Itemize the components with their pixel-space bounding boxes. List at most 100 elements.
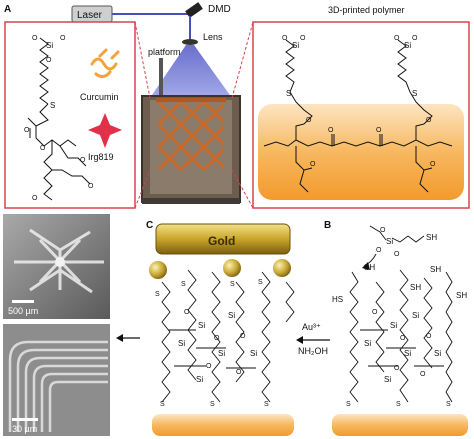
atom-o-polymer-10: O	[430, 161, 436, 168]
monomer-box	[4, 21, 136, 209]
thiol-reagent: SH	[426, 233, 437, 242]
platform-label: platform	[148, 47, 181, 57]
atom-o-reagent-3: O	[394, 251, 400, 258]
atom-s-c-3: S	[230, 281, 235, 288]
atom-si-c-3: Si	[178, 339, 185, 348]
atom-s-b-1: S	[346, 401, 351, 408]
dmd-mirror	[185, 2, 203, 18]
atom-o-c-3: O	[240, 333, 246, 340]
reagent-hydroxylamine: NH₂OH	[298, 346, 328, 356]
atom-o-c-1: O	[184, 309, 190, 316]
atom-o-b-3: O	[426, 333, 432, 340]
monomer-structure	[27, 37, 91, 201]
polymer-structure	[263, 39, 453, 193]
atom-o-polymer-1: O	[282, 35, 288, 42]
silane-arrow-head	[362, 262, 370, 270]
panel-label-a: A	[4, 4, 11, 15]
atom-s-polymer-left: S	[286, 89, 291, 98]
curcumin-label: Curcumin	[80, 92, 119, 102]
panel-label-b: B	[324, 220, 331, 231]
atom-si-b-4: Si	[404, 349, 411, 358]
atom-s-c-1: S	[155, 291, 160, 298]
gold-label: Gold	[208, 234, 235, 248]
atom-o-polymer-2: O	[300, 35, 306, 42]
thiol-b-5: SH	[456, 291, 467, 300]
atom-si-c-5: Si	[250, 349, 257, 358]
atom-o-b-4: O	[394, 365, 400, 372]
atom-o-monomer-7: O	[88, 183, 94, 190]
atom-o-c-4: O	[206, 363, 212, 370]
scale-bar-e	[12, 418, 38, 421]
atom-s-b-2: S	[396, 401, 401, 408]
sem-image-d	[3, 214, 110, 319]
atom-si-c-4: Si	[218, 349, 225, 358]
atom-si-c-2: Si	[228, 311, 235, 320]
network-structure-b	[349, 269, 453, 403]
arrow-c-to-e	[116, 334, 140, 342]
atom-o-c-2: O	[214, 335, 220, 342]
atom-si-b-6: Si	[384, 375, 391, 384]
atom-o-monomer-6: O	[80, 157, 86, 164]
atom-s-polymer-right: S	[412, 89, 417, 98]
atom-si-polymer-right: Si	[404, 41, 411, 50]
atom-o-monomer-5: O	[40, 145, 46, 152]
atom-si-c-1: Si	[198, 321, 205, 330]
atom-o-reagent-1: O	[380, 227, 386, 234]
scale-label-d: 500 µm	[8, 306, 38, 316]
polymer-network-highlight	[258, 104, 464, 200]
scale-label-e: 30 µm	[12, 424, 37, 434]
atom-o-b-1: O	[372, 309, 378, 316]
gold-nanoparticle-1	[149, 261, 167, 279]
substrate-b	[332, 414, 468, 436]
atom-o-monomer-2: O	[60, 35, 66, 42]
lens-icon	[182, 39, 198, 45]
atom-o-monomer-4: O	[24, 127, 30, 134]
atom-o-monomer-3: O	[46, 57, 52, 64]
atom-o-polymer-3: O	[394, 35, 400, 42]
thiol-b-3: SH	[410, 283, 421, 292]
network-structure-c	[161, 269, 295, 403]
atom-s-c-5: S	[160, 401, 165, 408]
dmd-label: DMD	[208, 4, 231, 15]
atom-o-polymer-4: O	[412, 35, 418, 42]
zoom-line-left-bottom	[134, 169, 151, 209]
polymer-atom-labels: Si Si O O O O S S O O O O O O	[282, 35, 436, 168]
irg819-label: Irg819	[88, 152, 114, 162]
gold-nanoparticle-3	[273, 259, 291, 277]
atom-s-b-3: S	[446, 401, 451, 408]
atom-o-polymer-6: O	[426, 117, 432, 124]
atom-o-monomer-1: O	[32, 35, 38, 42]
network-atom-labels-c: S S S S Si Si Si Si Si Si O O O O O S S …	[155, 279, 269, 408]
zoom-line-right-top	[231, 21, 254, 99]
atom-o-polymer-7: O	[328, 127, 334, 134]
atom-s-c-6: S	[210, 401, 215, 408]
atom-si-c-6: Si	[196, 375, 203, 384]
panel-label-c: C	[146, 220, 153, 231]
atom-s-c-2: S	[181, 281, 186, 288]
reagent-gold-ion: Au³⁺	[302, 322, 321, 332]
gold-nanoparticle-2	[223, 259, 241, 277]
monomer-atom-labels: Si O O O S O O O O O	[24, 35, 94, 202]
atom-si-b-2: Si	[412, 311, 419, 320]
sem-image-e	[3, 324, 110, 436]
atom-o-reagent-2: O	[376, 247, 382, 254]
atom-o-b-2: O	[400, 335, 406, 342]
atom-si-reagent: Si	[386, 237, 393, 246]
thiol-b-4: SH	[430, 265, 441, 274]
atom-o-b-5: O	[420, 371, 426, 378]
projection-cone	[150, 45, 232, 98]
thiol-b-1: HS	[332, 295, 343, 304]
laser-box: Laser	[71, 5, 113, 23]
atom-si-b-3: Si	[364, 339, 371, 348]
irg819-icon	[88, 113, 122, 148]
atom-si-b-5: Si	[434, 349, 441, 358]
gold-bar	[155, 223, 291, 255]
atom-o-c-5: O	[236, 369, 242, 376]
printed-lattice	[156, 98, 226, 170]
polymer-title: 3D-printed polymer	[328, 5, 405, 15]
atom-s-monomer: S	[50, 101, 55, 110]
atom-o-polymer-8: O	[376, 127, 382, 134]
platform-rod	[159, 58, 163, 102]
thiol-b-2: SH	[364, 263, 375, 272]
